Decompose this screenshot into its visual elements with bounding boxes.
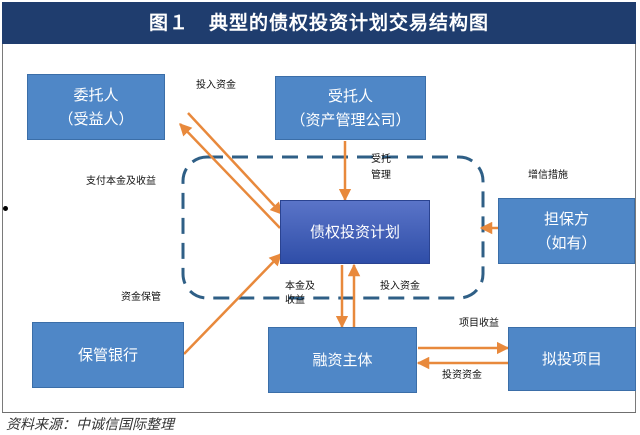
label-principal-line2: 收益	[285, 295, 305, 306]
label-pay-principal: 支付本金及收益	[86, 176, 156, 187]
arrow-trustor-to-plan	[187, 112, 283, 215]
label-principal-income: 本金及 收益	[285, 281, 315, 307]
project-label: 拟投项目	[541, 350, 602, 368]
figure-frame	[2, 44, 636, 412]
trustor-sublabel: （受益人）	[58, 110, 134, 128]
label-investment-funds: 投资资金	[442, 370, 482, 381]
figure-title: 图１ 典型的债权投资计划交易结构图	[148, 12, 489, 34]
footer-divider	[2, 412, 636, 413]
guarantor-sublabel: （如有）	[536, 234, 597, 252]
label-invest-funds-bottom: 投入资金	[380, 281, 420, 292]
trustor-box: 委托人 （受益人）	[27, 74, 165, 140]
bullet-mark	[3, 206, 8, 211]
label-trust-line1: 受托	[371, 154, 391, 165]
trustee-box: 受托人 （资产管理公司）	[275, 76, 426, 140]
financier-box: 融资主体	[268, 327, 417, 393]
arrow-plan-to-trustor	[179, 123, 281, 229]
title-bar: 图１ 典型的债权投资计划交易结构图	[2, 2, 636, 44]
trustee-label: 受托人	[327, 87, 373, 105]
custodian-box: 保管银行	[32, 322, 184, 388]
guarantor-label: 担保方	[543, 210, 589, 228]
custodian-label: 保管银行	[77, 346, 138, 364]
source-note: 资料来源：中诚信国际整理	[6, 417, 174, 433]
arrow-custodian-to-plan	[183, 253, 282, 355]
guarantor-box: 担保方 （如有）	[498, 198, 635, 264]
trustor-label: 委托人	[73, 86, 119, 104]
label-fund-custody: 资金保管	[121, 292, 161, 303]
financier-label: 融资主体	[312, 351, 373, 369]
label-trust-line2: 管理	[371, 170, 391, 181]
project-box: 拟投项目	[508, 327, 636, 391]
label-credit-enhancement: 增信措施	[528, 170, 568, 181]
label-project-income: 项目收益	[459, 318, 499, 329]
plan-box: 债权投资计划	[280, 200, 430, 264]
trustee-sublabel: （资产管理公司）	[290, 111, 411, 129]
label-trust-management: 受托 管理	[371, 154, 391, 182]
label-invest-funds-top: 投入资金	[196, 80, 236, 91]
label-principal-line1: 本金及	[285, 281, 315, 292]
plan-label: 债权投资计划	[309, 223, 400, 241]
